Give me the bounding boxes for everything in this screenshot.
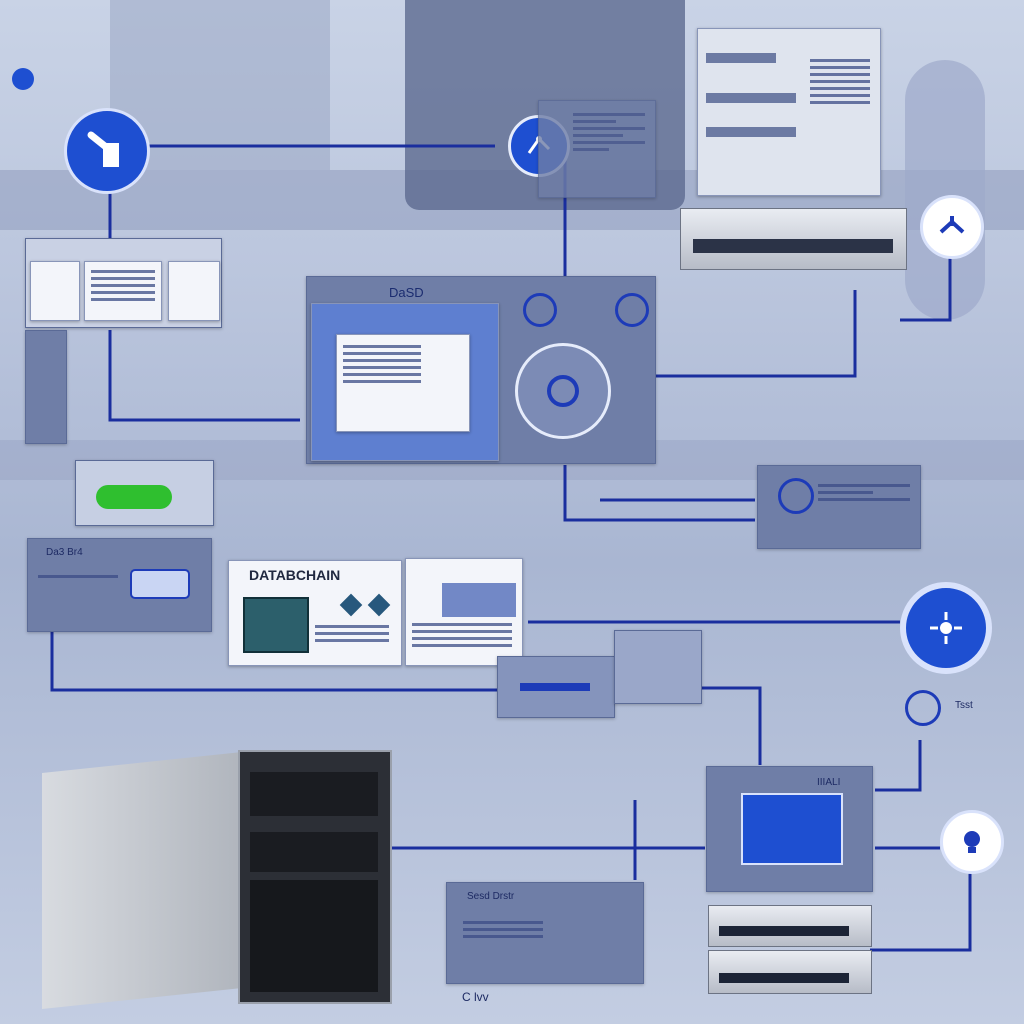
pointer-icon (12, 68, 34, 90)
hub-icon (930, 612, 962, 644)
chart-card (405, 558, 523, 666)
cube-icon (339, 593, 363, 617)
bottom-panel: Sesd Drstr (446, 882, 644, 984)
cursor-icon (523, 293, 557, 327)
server-label: IIIALI (817, 777, 841, 788)
touch-hand-icon (87, 131, 119, 167)
status-panel (757, 465, 921, 549)
monitor-screen (697, 28, 881, 196)
thumbnail-column (25, 330, 67, 444)
network-switch (680, 208, 907, 270)
left-panel-title: Da3 Br4 (46, 547, 83, 558)
router-icon (96, 485, 172, 509)
documents-strip (25, 238, 222, 328)
dashboard-inner-window (336, 334, 470, 432)
server-cabinet-side (42, 752, 242, 1010)
small-node-icon (905, 690, 941, 726)
touch-node[interactable] (64, 108, 150, 194)
drive-bay (250, 832, 378, 872)
database-panel: IIIALI (706, 766, 873, 892)
dashboard-title: DaSD (389, 285, 424, 300)
flow-node[interactable] (515, 343, 611, 439)
chain-icon (778, 478, 814, 514)
gear-node-icon (939, 216, 965, 234)
lightbulb-icon (964, 831, 980, 853)
cabinet-door[interactable] (250, 880, 378, 992)
rack-server (708, 905, 872, 947)
data-chain-card: DATABCHAIN (228, 560, 402, 666)
document-card[interactable] (84, 261, 162, 321)
bottom-caption-left: C lvv (462, 990, 489, 1004)
bottom-panel-title: Sesd Drstr (467, 891, 515, 902)
flow-icon (547, 375, 579, 407)
document-card[interactable] (168, 261, 220, 321)
rack-server (708, 950, 872, 994)
thumbnail-panel (614, 630, 702, 704)
left-panel: Da3 Br4 (27, 538, 212, 632)
gear-node[interactable] (920, 195, 984, 259)
drive-bay (250, 772, 378, 816)
hub-node[interactable] (900, 582, 992, 674)
background-pipe (905, 60, 985, 320)
cube-icon (367, 593, 391, 617)
data-chain-title: DATABCHAIN (249, 567, 341, 583)
lightbulb-node[interactable] (940, 810, 1004, 874)
dashboard-panel: DaSD (306, 276, 656, 464)
walker-icon (615, 293, 649, 327)
dashboard-window[interactable] (311, 303, 499, 461)
database-icon (741, 793, 843, 865)
chip-icon (243, 597, 309, 653)
document-card[interactable] (30, 261, 80, 321)
router-card[interactable] (75, 460, 214, 526)
server-cabinet (238, 750, 392, 1004)
slider-button[interactable] (130, 569, 190, 599)
right-badge-text: Tsst (955, 700, 973, 711)
connector-panel (497, 656, 615, 718)
info-panel-top (538, 100, 656, 198)
